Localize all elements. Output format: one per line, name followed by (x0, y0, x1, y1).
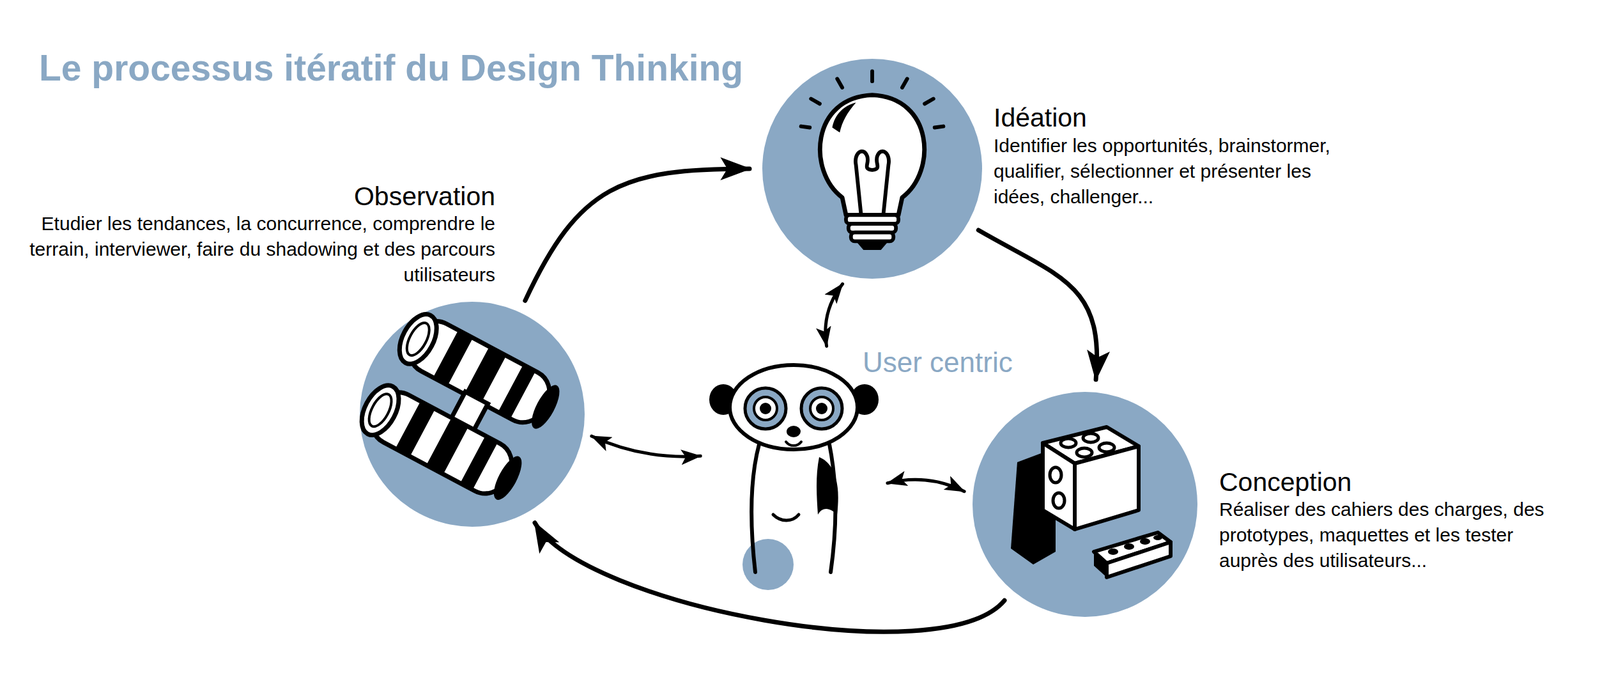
circle-shape (972, 391, 1198, 617)
figure-shape (709, 354, 879, 592)
node-illustration (709, 364, 879, 590)
step-description: Réaliser des cahiers des charges, des pr… (1219, 496, 1571, 574)
conception-circle: ConceptionRéaliser des cahiers des charg… (972, 391, 1198, 617)
center-label: User centric (862, 345, 1013, 380)
step-heading: Idéation (993, 102, 1087, 134)
node-illustration (353, 307, 567, 506)
exchange-arrow (591, 435, 701, 457)
step-heading: Observation (353, 180, 496, 213)
step-description: Identifier les opportunités, brainstorme… (993, 132, 1352, 210)
circle-shape (762, 58, 983, 279)
step-heading: Conception (1219, 466, 1352, 498)
step-description: Etudier les tendances, la concurrence, c… (22, 210, 496, 288)
node-illustration (1010, 426, 1171, 577)
user-centric-figure: User centric (709, 354, 879, 592)
observation-circle: ObservationEtudier les tendances, la con… (359, 301, 585, 527)
circle-fill (972, 391, 1198, 617)
exchange-arrow (887, 479, 965, 491)
circle-fill (762, 58, 983, 279)
node-illustration (801, 71, 944, 251)
diagram-title: Le processus itératif du Design Thinking (38, 46, 744, 90)
exchange-arrow (825, 283, 843, 346)
cycle-arrow (525, 168, 750, 301)
circle-shape (359, 301, 585, 527)
idea-circle: IdéationIdentifier les opportunités, bra… (762, 58, 983, 279)
